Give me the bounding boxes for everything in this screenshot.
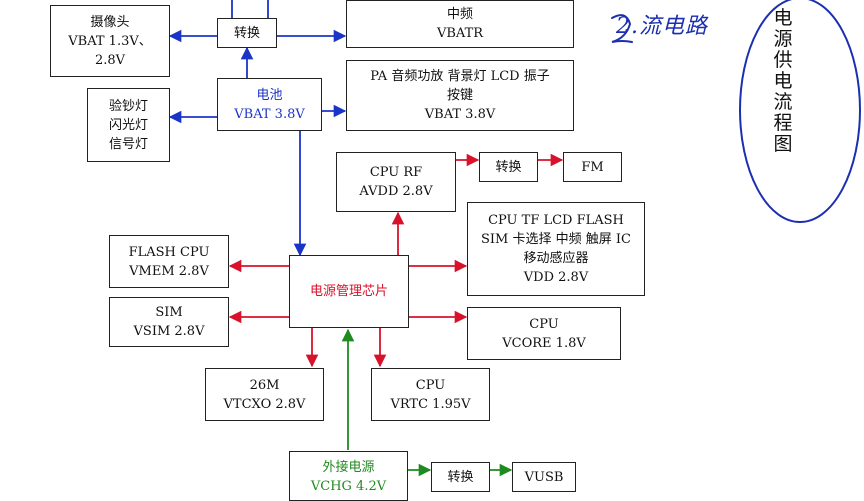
cpu-rf-box: CPU RF AVDD 2.8V <box>336 152 456 212</box>
sim-box: SIM VSIM 2.8V <box>109 297 229 347</box>
intermediate-frequency-box: 中频 VBATR <box>346 0 574 48</box>
camera-voltage-2: 2.8V <box>94 52 126 68</box>
title-char: 流 <box>773 91 793 113</box>
red-wires <box>228 153 564 368</box>
pmic-label: 电源管理芯片 <box>309 284 388 299</box>
vcore-label: CPU <box>529 316 559 332</box>
sim-label: SIM <box>155 305 183 320</box>
vdd-label-1: CPU TF LCD FLASH <box>488 213 624 228</box>
cpu-rf-voltage: AVDD 2.8V <box>359 184 433 199</box>
vdd-box: CPU TF LCD FLASH SIM 卡选择 中频 触屏 IC 移动感应器 … <box>467 202 645 296</box>
vusb-box: VUSB <box>512 462 576 492</box>
if-voltage: VBATR <box>436 26 484 41</box>
convert-top-box: 转换 <box>217 18 277 48</box>
pa-voltage: VBAT 3.8V <box>424 107 496 122</box>
blue-wires <box>168 0 347 257</box>
pa-label: PA 音频功放 背景灯 LCD 振子 <box>370 69 550 84</box>
convert-top-label: 转换 <box>233 25 260 41</box>
rtc-label: CPU <box>415 377 446 393</box>
battery-box: 电池 VBAT 3.8V <box>217 78 322 131</box>
vdd-voltage: VDD 2.8V <box>523 270 589 285</box>
title-char: 源 <box>773 28 793 50</box>
convert-usb-label: 转换 <box>447 470 474 485</box>
camera-box: 摄像头 VBAT 1.3V、 2.8V <box>50 5 170 77</box>
handwritten-scribble <box>611 14 633 43</box>
connection-wires <box>168 0 861 477</box>
fm-box: FM <box>563 152 622 182</box>
fm-label: FM <box>581 159 604 175</box>
rtc-voltage: VRTC 1.95V <box>390 396 471 412</box>
if-label: 中频 <box>446 7 473 22</box>
flash-cpu-box: FLASH CPU VMEM 2.8V <box>109 235 229 288</box>
cpu-rf-label: CPU RF <box>369 165 423 180</box>
convert-fm-label: 转换 <box>495 159 522 175</box>
title-char: 图 <box>773 133 793 155</box>
battery-voltage: VBAT 3.8V <box>234 106 305 122</box>
title-char: 电 <box>773 70 793 92</box>
external-voltage: VCHG 4.2V <box>310 479 387 494</box>
convert-usb-box: 转换 <box>431 462 490 492</box>
lamp-item-1: 验钞灯 <box>108 98 148 114</box>
title-char: 供 <box>773 49 793 71</box>
rtc-box: CPU VRTC 1.95V <box>371 368 490 421</box>
camera-voltage: VBAT 1.3V、 <box>68 33 152 49</box>
green-wires <box>341 328 513 477</box>
sim-voltage: VSIM 2.8V <box>133 324 205 339</box>
vcore-voltage: VCORE 1.8V <box>502 335 586 351</box>
vdd-label-2: SIM 卡选择 中频 触屏 IC <box>481 232 631 247</box>
lamp-item-3: 信号灯 <box>108 136 148 152</box>
tcxo-voltage: VTCXO 2.8V <box>223 396 306 412</box>
lamp-item-2: 闪光灯 <box>108 117 148 133</box>
power-management-chip-box: 电源管理芯片 <box>289 255 409 328</box>
external-label: 外接电源 <box>322 460 375 475</box>
handwritten-note: 2.流电路 <box>616 14 708 39</box>
battery-label: 电池 <box>256 87 283 103</box>
handwritten-marks <box>611 0 861 223</box>
vusb-label: VUSB <box>524 470 564 485</box>
tcxo-box: 26M VTCXO 2.8V <box>205 368 324 421</box>
lamps-box: 验钞灯 闪光灯 信号灯 <box>87 88 170 162</box>
convert-fm-box: 转换 <box>479 152 538 182</box>
flash-cpu-voltage: VMEM 2.8V <box>129 263 209 279</box>
handwritten-oval <box>739 0 861 223</box>
flash-cpu-label: FLASH CPU <box>128 244 210 260</box>
camera-label: 摄像头 <box>90 14 130 30</box>
title-char: 电 <box>773 7 793 29</box>
pa-label-2: 按键 <box>446 88 473 103</box>
pa-box: PA 音频功放 背景灯 LCD 振子 按键 VBAT 3.8V <box>346 60 574 131</box>
external-power-box: 外接电源 VCHG 4.2V <box>289 451 408 501</box>
vcore-box: CPU VCORE 1.8V <box>467 307 621 360</box>
diagram-title: 电 源 供 电 流 程 图 <box>770 8 796 155</box>
title-char: 程 <box>773 112 793 134</box>
vdd-label-3: 移动感应器 <box>523 251 589 266</box>
tcxo-label: 26M <box>249 377 280 393</box>
